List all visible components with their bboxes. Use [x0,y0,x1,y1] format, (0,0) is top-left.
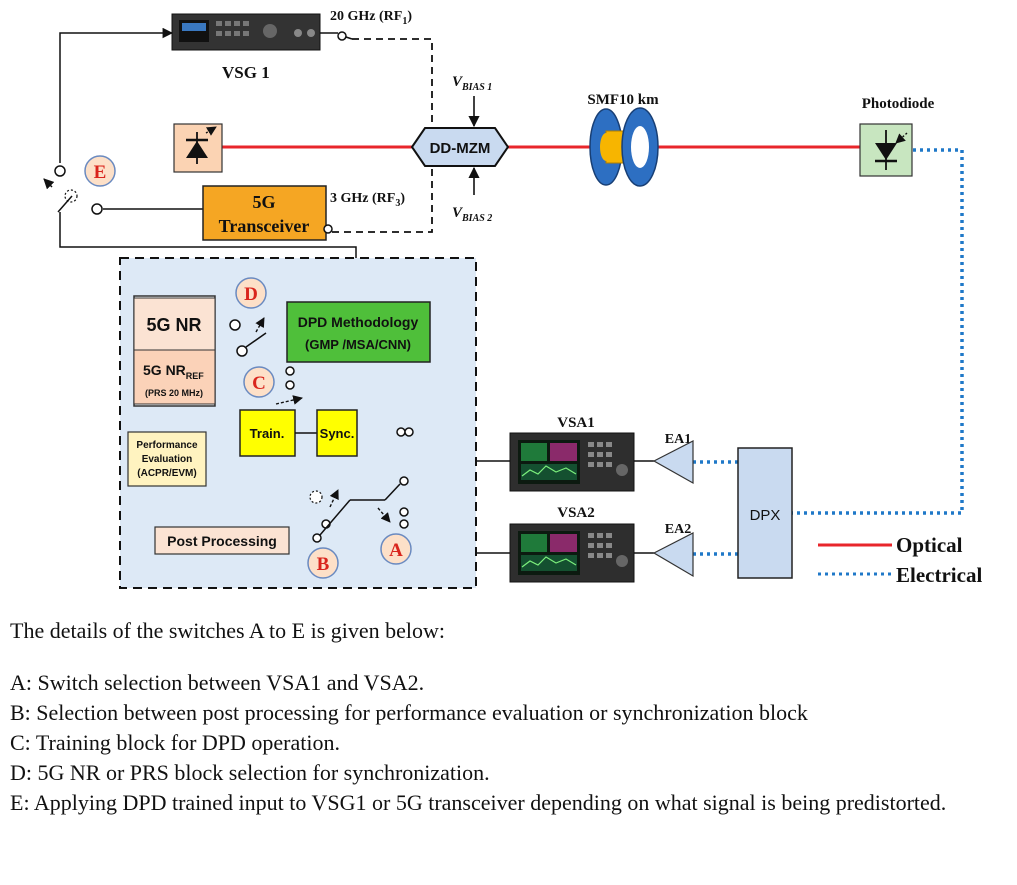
modulator-label: DD-MZM [430,140,491,157]
vsa2-label: VSA2 [557,505,595,521]
svg-text:A: A [389,540,403,561]
bias-lines [332,38,433,233]
svg-text:D: D [244,284,258,305]
post-processing-label: Post Processing [167,533,277,549]
switch-e[interactable] [43,165,103,215]
perf-label-line1: Performance [136,440,198,451]
switch-label-d: D [235,277,267,309]
rf1-port-lead [345,36,353,40]
sync-block: Sync. [316,409,358,457]
dpd-label-line1: DPD Methodology [298,314,419,330]
vsg1-instrument [160,13,321,51]
rf3-port [323,224,333,234]
nr-ref-label: 5G NRREF [143,362,204,381]
ea2-amplifier-icon [652,532,694,578]
note-b: B: Selection between post processing for… [10,700,808,725]
dpd-label-line2: (GMP /MSA/CNN) [305,337,411,352]
post-processing-block: Post Processing [154,526,290,555]
dd-mzm-modulator: DD-MZM [410,127,510,167]
train-label: Train. [250,426,285,441]
note-e: E: Applying DPD trained input to VSG1 or… [10,790,947,815]
nr-signal-group: 5G NR 5G NRREF (PRS 20 MHz) [133,295,216,407]
switch-label-e: E [84,155,116,187]
nr-label: 5G NR [146,315,201,335]
legend-electrical-label: Electrical [896,563,982,587]
switch-a[interactable] [377,476,409,529]
laser-diode-icon [173,123,223,173]
svg-text:E: E [94,162,107,183]
switch-d[interactable] [229,317,267,357]
vsa1-label: VSA1 [557,415,595,431]
dpx-label: DPX [750,507,781,524]
photodiode-icon [859,123,913,177]
switch-label-c: C [243,366,275,398]
svg-text:C: C [252,373,266,394]
vsa1-instrument [509,432,635,492]
setup-diagram: VSG 1 20 GHz (RF1) VBIAS 1 VBIAS 2 DD-MZ… [43,9,982,589]
switch-c[interactable] [275,366,303,405]
transceiver-label-line1: 5G [252,192,275,212]
transceiver-block: 5G Transceiver [202,185,327,241]
ea1-label: EA1 [665,432,691,447]
transceiver-label-line2: Transceiver [219,216,310,236]
notes-intro: The details of the switches A to E is gi… [10,618,446,643]
fiber-label: SMF10 km [587,92,659,108]
legend-optical-label: Optical [896,533,963,557]
electrical-links [693,148,964,556]
legend: Optical Electrical [818,533,982,587]
dpd-methodology-block: DPD Methodology (GMP /MSA/CNN) [286,301,431,363]
vsa2-instrument [509,523,635,583]
svg-text:B: B [317,554,330,575]
vbias2-label: VBIAS 2 [452,205,492,224]
vbias1-label: VBIAS 1 [452,74,492,93]
switch-label-a: A [380,533,412,565]
switch-notes: The details of the switches A to E is gi… [10,616,1010,818]
note-a: A: Switch selection between VSA1 and VSA… [10,670,425,695]
perf-label-line2: Evaluation [142,454,193,465]
photodiode-label: Photodiode [862,96,935,112]
train-block: Train. [239,409,296,457]
sync-label: Sync. [320,426,355,441]
loop-contacts [396,427,414,437]
perf-label-line3: (ACPR/EVM) [137,468,196,479]
note-c: C: Training block for DPD operation. [10,730,340,755]
note-d: D: 5G NR or PRS block selection for sync… [10,760,490,785]
switch-label-b: B [307,547,339,579]
rf1-label: 20 GHz (RF1) [330,9,412,27]
fiber-spool-icon [589,107,659,187]
dpx-block: DPX [737,447,793,579]
switch-b[interactable] [309,489,351,543]
ea1-amplifier-icon [652,440,694,485]
ea2-label: EA2 [665,522,691,537]
performance-evaluation-block: Performance Evaluation (ACPR/EVM) [127,431,207,487]
rf3-label: 3 GHz (RF3) [330,191,405,209]
vsg1-label: VSG 1 [222,63,270,82]
nr-ref-detail: (PRS 20 MHz) [145,388,203,398]
rf1-port [337,31,347,41]
